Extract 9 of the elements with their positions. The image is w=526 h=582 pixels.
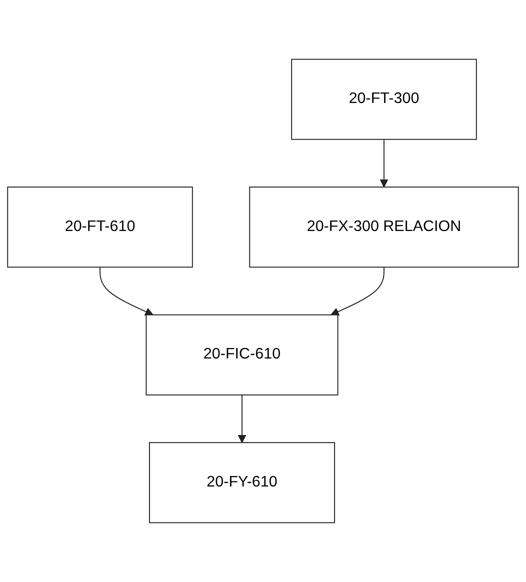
arrow — [330, 266, 384, 316]
arrow — [238, 394, 246, 443]
node-box: 20-FT-300 — [291, 58, 477, 140]
arrow — [100, 266, 154, 316]
node-box: 20-FT-610 — [7, 186, 193, 268]
node-box: 20-FIC-610 — [146, 314, 338, 396]
node-box: 20-FY-610 — [148, 442, 336, 524]
node-box: 20-FX-300 RELACION — [249, 186, 519, 268]
arrow — [380, 138, 388, 188]
